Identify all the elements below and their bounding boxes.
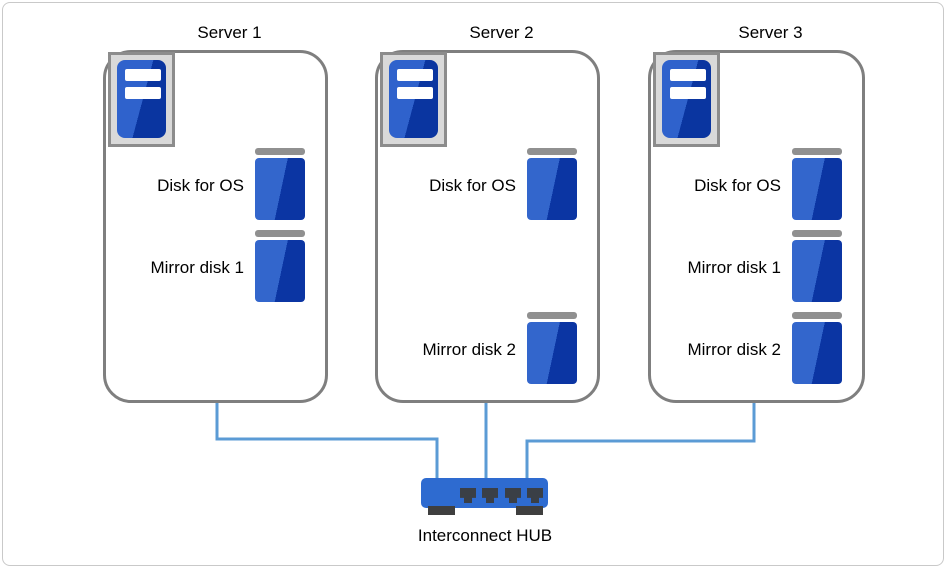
connection-line-server1-hub (215, 403, 439, 479)
disk-row-os: Disk for OS (375, 148, 600, 220)
hub-label: Interconnect HUB (417, 526, 553, 545)
tower-slot (125, 87, 161, 99)
disk-icon (255, 230, 305, 302)
disk-label: Mirror disk 2 (687, 340, 781, 359)
hub-foot (516, 506, 543, 515)
hub-port-icon (527, 488, 543, 503)
server-box-3: Server 3 Disk for OS Mirror disk 1 Mirro… (648, 22, 865, 407)
disk-icon (527, 312, 577, 384)
hub-port-icon (505, 488, 521, 503)
disk-icon (792, 230, 842, 302)
disk-row-mirror1: Mirror disk 1 (103, 230, 328, 302)
server-title: Server 3 (738, 23, 803, 42)
disk-label: Disk for OS (429, 176, 516, 195)
disk-row-os: Disk for OS (648, 148, 865, 220)
disk-icon (792, 148, 842, 220)
tower-slot (670, 87, 706, 99)
connection-line-server3-hub (525, 403, 756, 479)
server-box-1: Server 1 Disk for OS Mirror disk 1 (103, 22, 328, 407)
disk-row-mirror2: Mirror disk 2 (648, 312, 865, 384)
disk-icon (255, 148, 305, 220)
disk-row-os: Disk for OS (103, 148, 328, 220)
server-tower-icon (108, 52, 175, 147)
tower-shape (662, 60, 711, 138)
disk-label: Mirror disk 2 (422, 340, 516, 359)
tower-shape (117, 60, 166, 138)
disk-label: Disk for OS (694, 176, 781, 195)
disk-label: Mirror disk 1 (150, 258, 244, 277)
server-tower-icon (380, 52, 447, 147)
tower-slot (125, 69, 161, 81)
tower-shape (389, 60, 438, 138)
server-tower-icon (653, 52, 720, 147)
hub-port-icon (482, 488, 498, 503)
disk-label: Disk for OS (157, 176, 244, 195)
disk-row-mirror1: Mirror disk 1 (648, 230, 865, 302)
server-title: Server 2 (469, 23, 534, 42)
tower-slot (670, 69, 706, 81)
disk-row-mirror2: Mirror disk 2 (375, 312, 600, 384)
hub-foot (428, 506, 455, 515)
tower-slot (397, 69, 433, 81)
server-title: Server 1 (197, 23, 262, 42)
server-box-2: Server 2 Disk for OS Mirror disk 2 (375, 22, 600, 407)
disk-icon (527, 148, 577, 220)
disk-label: Mirror disk 1 (687, 258, 781, 277)
tower-slot (397, 87, 433, 99)
disk-icon (792, 312, 842, 384)
hub-port-icon (460, 488, 476, 503)
